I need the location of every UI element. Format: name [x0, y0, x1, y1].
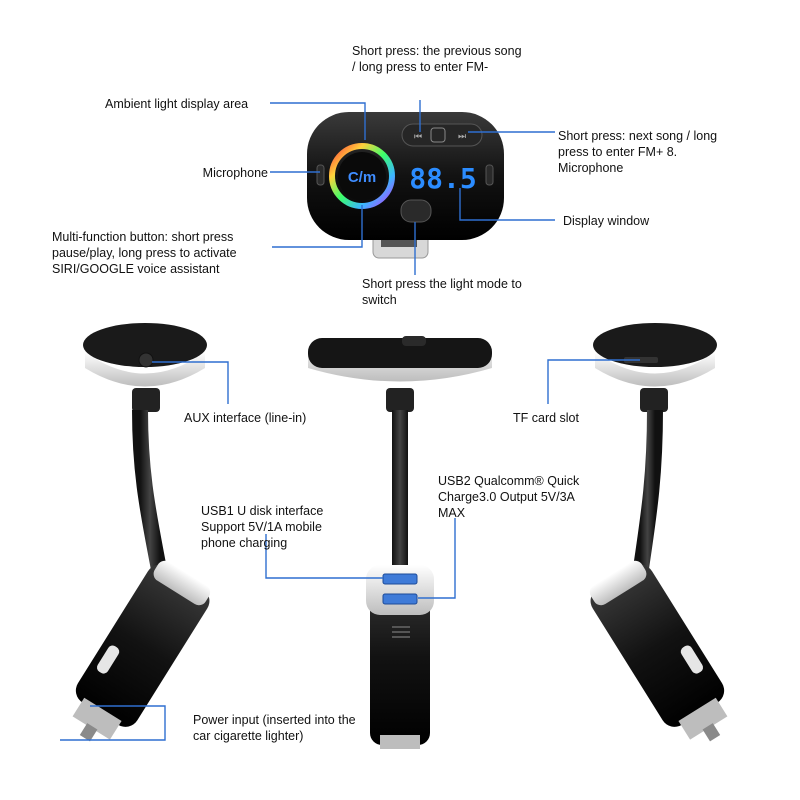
callout-usb2 — [418, 518, 456, 599]
left-plug-tip — [72, 697, 122, 740]
callout-power — [60, 705, 166, 741]
right-plug-tip — [678, 697, 728, 740]
label-aux: AUX interface (line-in) — [184, 411, 307, 425]
left-plug-pin — [79, 723, 98, 742]
left-plug-body — [75, 564, 210, 727]
center-plug-tip — [380, 735, 420, 749]
right-plug-top — [589, 560, 647, 606]
center-neck-joint — [386, 388, 414, 412]
next-track-icon: ⏭ — [458, 132, 466, 142]
label-tf: TF card slot — [513, 411, 579, 425]
center-head-button — [402, 336, 426, 346]
right-head-top — [593, 323, 717, 367]
top-usb-slot — [381, 238, 417, 247]
callout-ambient — [270, 102, 366, 140]
usb1-port — [382, 573, 418, 585]
label-power: Power input (inserted into the car cigar… — [193, 713, 356, 743]
left-gooseneck — [132, 409, 168, 577]
left-device — [72, 323, 211, 742]
usb2-port — [382, 593, 418, 605]
side-hole — [485, 164, 494, 186]
callout-usb1 — [265, 534, 383, 579]
callout-aux — [152, 361, 229, 404]
callout-lines — [60, 100, 640, 741]
multi-function-button — [338, 152, 386, 200]
label-usb2: USB2 Qualcomm® Quick Charge3.0 Output 5V… — [438, 474, 580, 520]
logo-text: C/m — [348, 169, 376, 186]
left-plug-spring — [96, 645, 120, 674]
right-device — [589, 323, 728, 742]
center-gooseneck — [392, 410, 408, 570]
light-mode-button — [400, 199, 432, 223]
label-microphone: Microphone — [202, 166, 268, 180]
microphone-hole — [316, 164, 325, 186]
left-neck-joint — [132, 388, 160, 412]
tf-card-slot — [624, 357, 658, 363]
center-plug-top — [366, 565, 434, 615]
track-button-bar — [401, 123, 483, 147]
callout-tf — [547, 359, 640, 404]
label-display: Display window — [563, 214, 650, 228]
right-head-trim — [595, 352, 715, 387]
callout-display — [459, 188, 555, 221]
label-usb1: USB1 U disk interface Support 5V/1A mobi… — [201, 504, 324, 550]
right-plug-spring — [680, 645, 704, 674]
callout-multi — [272, 205, 363, 248]
center-head-top — [308, 338, 492, 368]
prev-track-icon: ⏮ — [414, 132, 422, 142]
label-ambient: Ambient light display area — [105, 97, 249, 111]
right-plug-body — [590, 564, 725, 727]
left-head-top — [83, 323, 207, 367]
right-gooseneck — [632, 409, 663, 577]
label-multi-button: Multi-function button: short press pause… — [52, 230, 237, 276]
label-light-mode: Short press the light mode to switch — [362, 277, 522, 307]
center-button — [430, 127, 446, 143]
top-device: C/m ⏮ ⏭ 88.5 — [307, 112, 504, 259]
label-next-song: Short press: next song / long press to e… — [558, 129, 718, 175]
label-prev-song: Short press: the previous song / long pr… — [352, 44, 522, 74]
center-vent — [392, 626, 410, 638]
display-window: 88.5 — [409, 162, 476, 195]
left-head-trim — [85, 352, 205, 387]
right-neck-joint — [640, 388, 668, 412]
aux-jack — [138, 352, 154, 368]
left-plug-top — [153, 560, 211, 606]
right-plug-pin — [702, 723, 721, 742]
